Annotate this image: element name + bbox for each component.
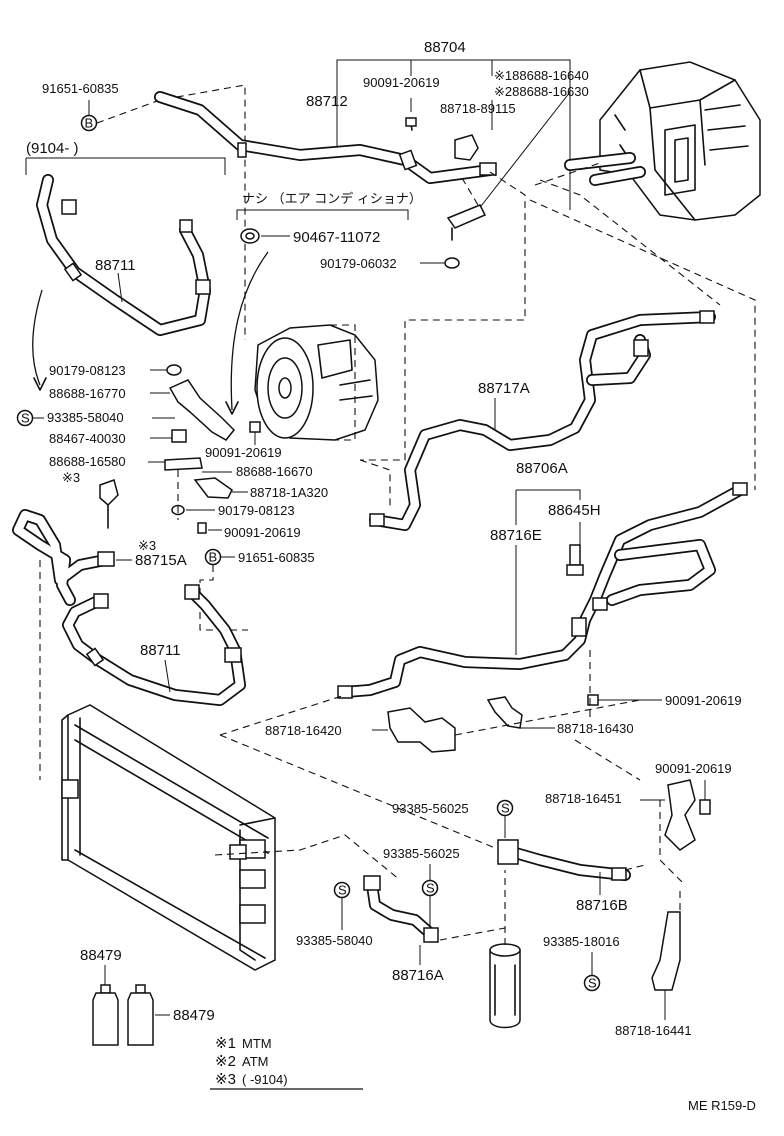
label-90467: 90467-11072	[293, 229, 380, 246]
label-88716E: 88716E	[490, 527, 542, 544]
pipe-88715A	[12, 509, 115, 606]
label-90091-top: 90091-20619	[363, 75, 440, 90]
condenser	[61, 704, 276, 971]
label-88479b: 88479	[173, 1007, 215, 1024]
clamp-88718-89115	[454, 134, 479, 161]
svg-text:S: S	[501, 801, 510, 816]
label-88706A: 88706A	[516, 460, 568, 477]
svg-text:B: B	[209, 550, 218, 565]
note-mark-2: ※2	[215, 1053, 236, 1070]
label-88704: 88704	[424, 39, 466, 56]
svg-text:S: S	[426, 881, 435, 896]
label-88718-16430: 88718-16430	[557, 721, 634, 736]
label-91651-top: 91651-60835	[42, 81, 119, 96]
label-90091-comp: 90091-20619	[205, 445, 282, 460]
note-mark-1: ※1	[215, 1035, 236, 1052]
pipe-88716E	[337, 482, 748, 699]
label-88645H: 88645H	[548, 502, 601, 519]
nut-90179-06032	[444, 257, 460, 269]
label-88711-lower: 88711	[140, 642, 181, 659]
label-88716B: 88716B	[576, 897, 628, 914]
seal-symbol-56025b: S	[421, 879, 439, 897]
label-88716A: 88716A	[392, 967, 444, 984]
bolt-symbol-mid: B	[204, 548, 222, 566]
note-mark-3: ※3	[215, 1071, 236, 1088]
label-88688-16670: 88688-16670	[236, 464, 313, 479]
bracket-88718-16451	[664, 779, 696, 851]
note-text-2: ATM	[242, 1054, 268, 1069]
bottle-88479a	[92, 984, 119, 1046]
seal-symbol-56025a: S	[496, 799, 514, 817]
bottle-88479b	[127, 984, 154, 1046]
label-90091-right: 90091-20619	[665, 693, 742, 708]
seal-symbol-58040-bot: S	[333, 881, 351, 899]
label-88715A: 88715A	[135, 552, 187, 569]
seal-symbol-18016: S	[583, 974, 601, 992]
label-88688-16630: ※288688-16630	[494, 84, 589, 99]
pipe-88716A	[363, 875, 439, 943]
label-88718-16441: 88718-16441	[615, 1023, 692, 1038]
label-88688-16770: 88688-16770	[49, 386, 126, 401]
label-93385-56025b: 93385-56025	[383, 846, 460, 861]
grommet-90467	[240, 228, 260, 244]
label-88718-16420: 88718-16420	[265, 723, 342, 738]
label-88467: 88467-40030	[49, 431, 126, 446]
reference-code: ME R159-D	[688, 1098, 756, 1113]
note-text-1: MTM	[242, 1036, 272, 1051]
label-90091-mid: 90091-20619	[224, 525, 301, 540]
hose-88711-lower	[62, 584, 246, 706]
label-nashi-note: ナシ （エア コンデ ィショナ）	[242, 191, 422, 206]
bracket-88718-16420	[387, 707, 456, 753]
compressor	[254, 324, 379, 441]
label-90179-08123a: 90179-08123	[49, 363, 126, 378]
label-93385-18016: 93385-18016	[543, 934, 620, 949]
svg-text:S: S	[21, 411, 30, 426]
label-88718-1A320: 88718-1A320	[250, 485, 328, 500]
label-88711-upper: 88711	[95, 257, 136, 274]
notes-legend: ※1 MTM ※2 ATM ※3 ( -9104)	[210, 1035, 363, 1090]
evaporator-unit	[599, 61, 761, 221]
label-88717A: 88717A	[478, 380, 530, 397]
label-88479a: 88479	[80, 947, 122, 964]
label-93385-58040-left: 93385-58040	[47, 410, 124, 425]
svg-text:B: B	[85, 116, 94, 131]
hose-88712	[154, 91, 497, 184]
bracket-88718-16441	[651, 911, 681, 991]
mark3-small-a: ※3	[62, 470, 80, 485]
svg-text:S: S	[338, 883, 347, 898]
label-88712: 88712	[306, 93, 348, 110]
bolt-symbol-top: B	[80, 114, 98, 132]
pressure-switch-88645H	[566, 544, 584, 576]
group-bracket-88704	[336, 59, 571, 211]
label-91651-mid: 91651-60835	[238, 550, 315, 565]
label-88718-16451: 88718-16451	[545, 791, 622, 806]
note-text-3: ( -9104)	[242, 1072, 288, 1087]
svg-text:S: S	[588, 976, 597, 991]
hose-88711-upper	[36, 174, 211, 336]
switch-88467	[171, 429, 187, 443]
label-93385-56025a: 93385-56025	[392, 801, 469, 816]
pipe-88717A	[369, 310, 716, 531]
label-88688-16640: ※188688-16640	[494, 68, 589, 83]
label-90179-06032: 90179-06032	[320, 256, 397, 271]
receiver-drier	[489, 943, 521, 1029]
seal-symbol-left: S	[16, 409, 34, 427]
pipe-88716B	[497, 839, 631, 881]
mark3-small-b: ※3	[138, 538, 156, 553]
label-90179-08123b: 90179-08123	[218, 503, 295, 518]
bracket-88688-16770	[168, 379, 236, 441]
label-88688-16580: 88688-16580	[49, 454, 126, 469]
label-9104-bracket: (9104- )	[26, 140, 79, 157]
label-88718-89115: 88718-89115	[440, 101, 516, 116]
label-90091-right2: 90091-20619	[655, 761, 732, 776]
label-93385-58040-bot: 93385-58040	[296, 933, 373, 948]
